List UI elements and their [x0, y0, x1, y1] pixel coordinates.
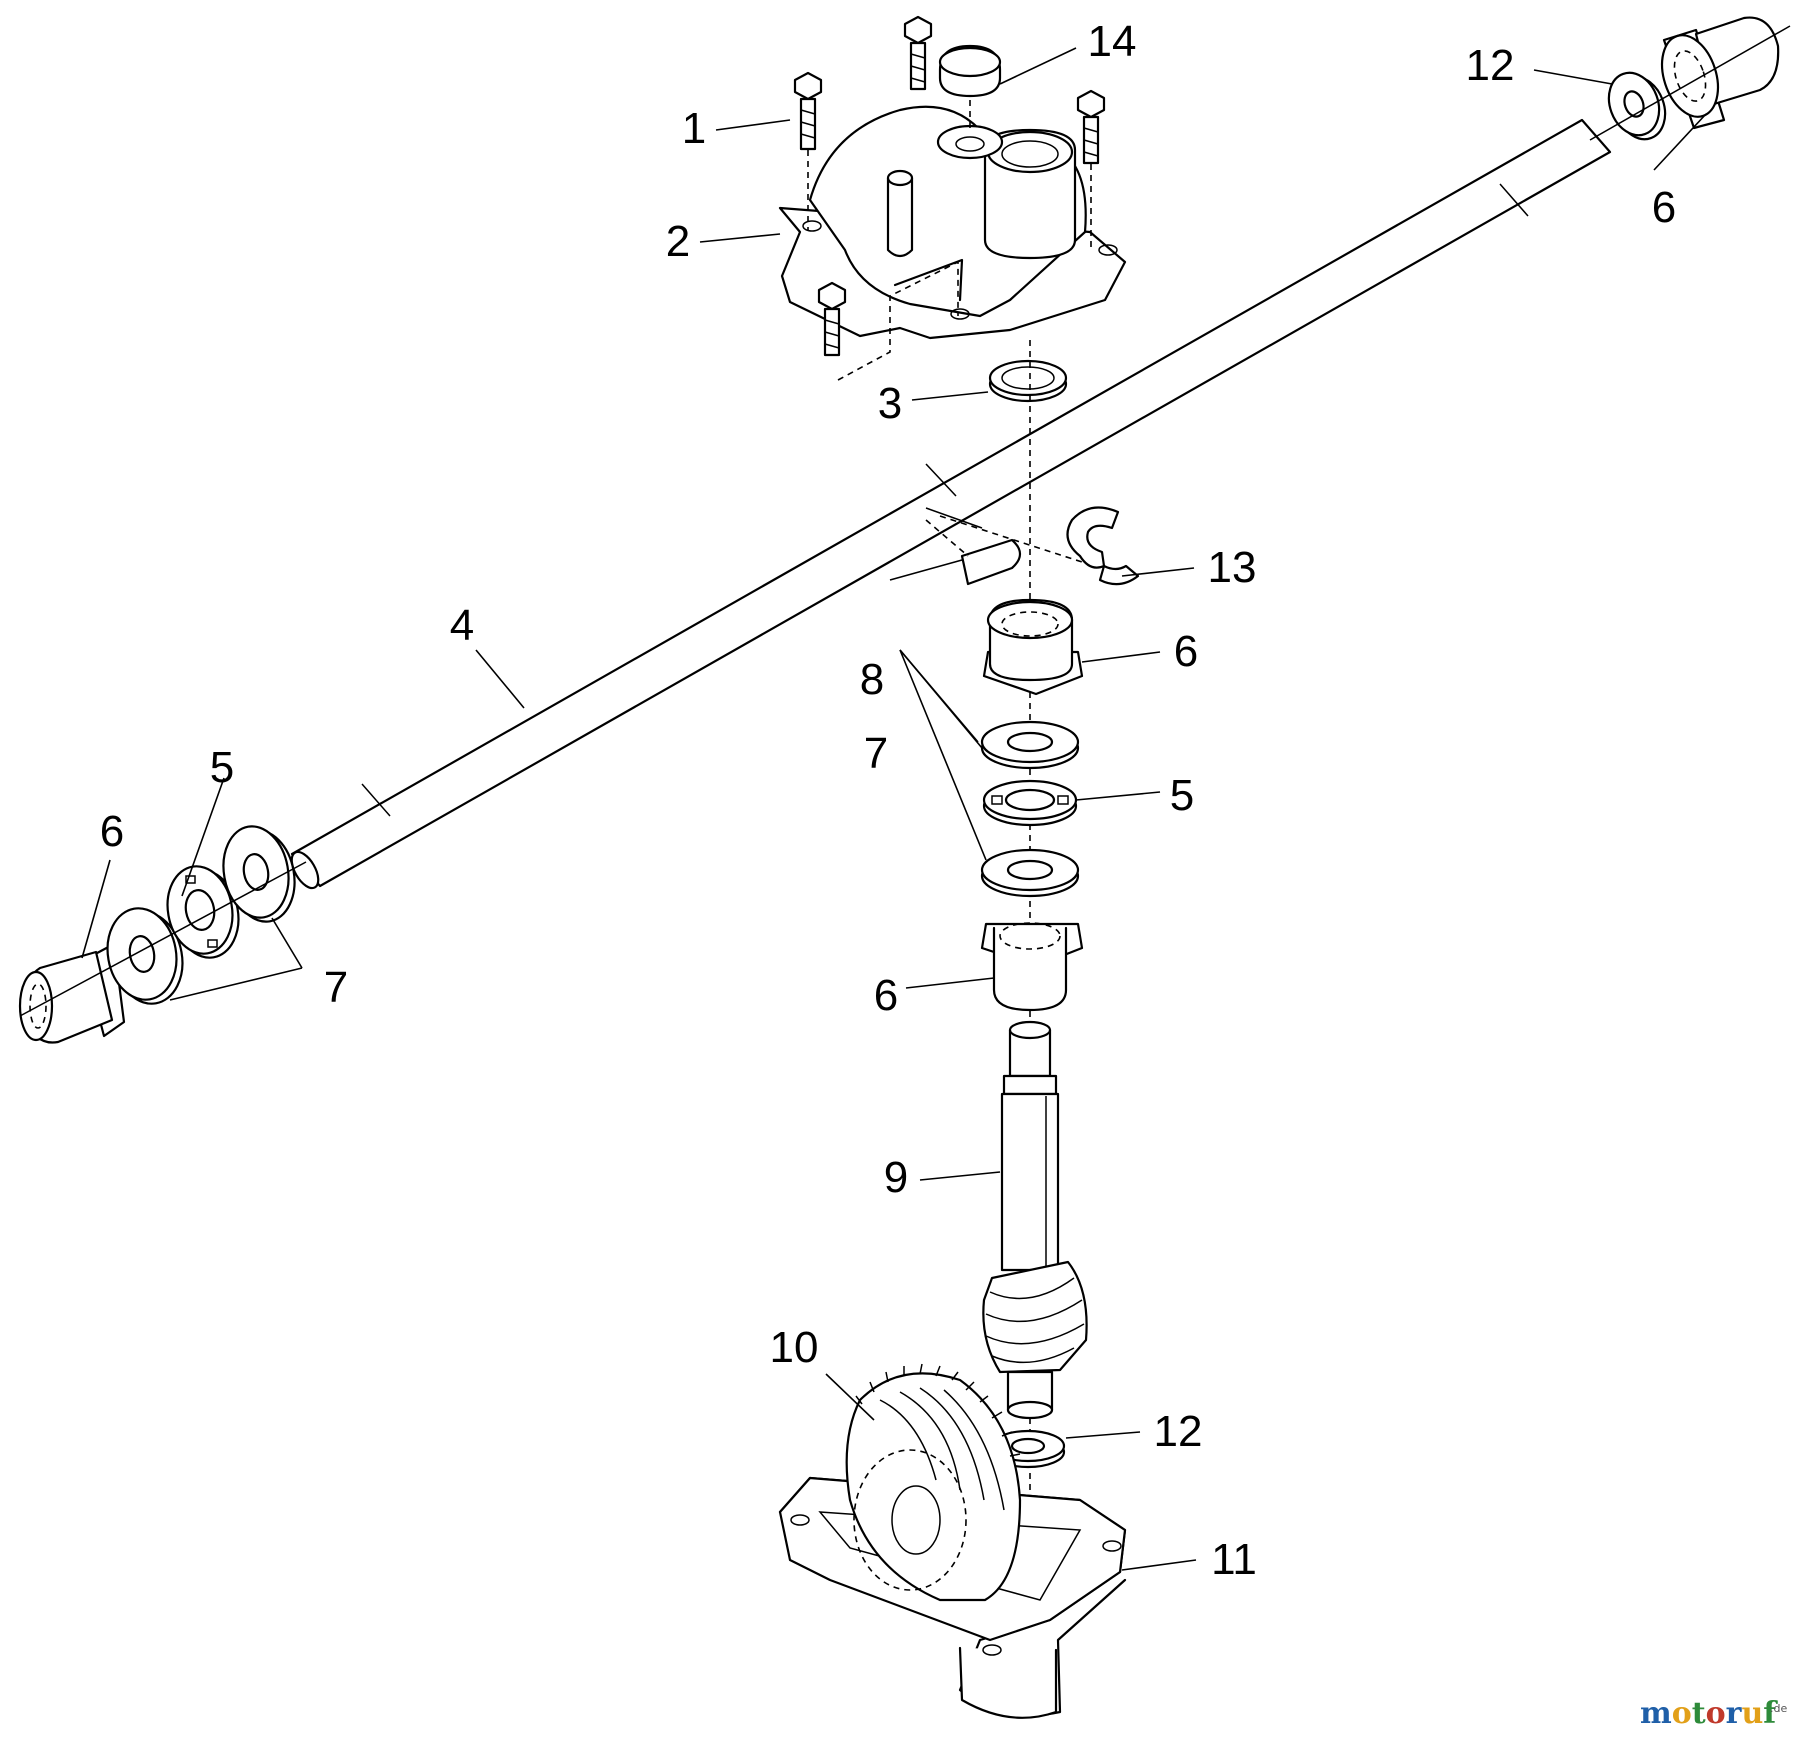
logo-letter: o — [1706, 1696, 1726, 1731]
logo-letter: f — [1763, 1696, 1778, 1731]
left-axis — [19, 861, 307, 1017]
logo-letter: u — [1741, 1696, 1763, 1731]
washer-bottom — [980, 848, 1080, 898]
callout-1: 1 — [682, 104, 706, 153]
plug — [938, 44, 1002, 130]
left-thrust-washer — [166, 865, 240, 959]
logo-letter: o — [1672, 1696, 1692, 1731]
callout-5-left: 5 — [210, 743, 234, 792]
callout-6-left-end: 6 — [100, 807, 124, 856]
bolt — [793, 71, 823, 230]
upper-housing — [778, 105, 1127, 340]
callout-9: 9 — [884, 1153, 908, 1202]
callout-10: 10 — [770, 1323, 819, 1372]
thrust-washer — [982, 779, 1078, 827]
oil-seal — [988, 359, 1068, 403]
svg-text:motoruf: motoruf — [1640, 1696, 1778, 1731]
upper-bearing — [982, 598, 1084, 696]
callout-12-lower: 12 — [1154, 1407, 1203, 1456]
callout-14: 14 — [1088, 17, 1137, 66]
callout-5-center: 5 — [1170, 771, 1194, 820]
worm-shaft — [982, 1020, 1088, 1420]
lower-bearing — [980, 922, 1084, 1012]
right-washer — [1607, 71, 1667, 141]
callout-11: 11 — [1211, 1535, 1257, 1584]
main-shaft — [290, 118, 1612, 890]
logo-letter: t — [1692, 1696, 1706, 1731]
bolt-group — [793, 15, 1106, 381]
logo-suffix: .de — [1770, 1702, 1787, 1715]
bolt — [817, 281, 847, 357]
watermark-logo: motoruf .de — [1640, 1696, 1787, 1731]
leader-lines — [81, 47, 1707, 1571]
callout-3: 3 — [878, 379, 902, 428]
left-washer-outer — [106, 907, 184, 1005]
callout-6-upper-bearing: 6 — [1174, 627, 1198, 676]
shaft-key — [925, 507, 1083, 586]
left-washer-inner — [222, 825, 296, 923]
callout-2: 2 — [666, 217, 690, 266]
callout-13: 13 — [1208, 543, 1257, 592]
callout-7-center: 7 — [864, 729, 888, 778]
logo-letter: r — [1726, 1696, 1743, 1731]
right-bearing — [1660, 16, 1780, 130]
right-axis — [1589, 25, 1791, 141]
retaining-clip — [1066, 506, 1140, 586]
bolt — [1076, 89, 1106, 248]
callout-8: 8 — [860, 655, 884, 704]
worm-gear — [845, 1363, 1022, 1602]
washer-top — [980, 720, 1080, 770]
callouts: 1 2 3 4 5 5 6 6 6 6 7 7 8 9 10 11 12 12 … — [100, 17, 1676, 1584]
callout-6-right-end: 6 — [1652, 183, 1676, 232]
callout-4: 4 — [450, 601, 474, 650]
bolt — [903, 15, 933, 91]
callout-6-lower-bearing: 6 — [874, 971, 898, 1020]
logo-letter: m — [1640, 1696, 1672, 1731]
callout-12-right-end: 12 — [1466, 41, 1515, 90]
callout-7-left: 7 — [324, 963, 348, 1012]
